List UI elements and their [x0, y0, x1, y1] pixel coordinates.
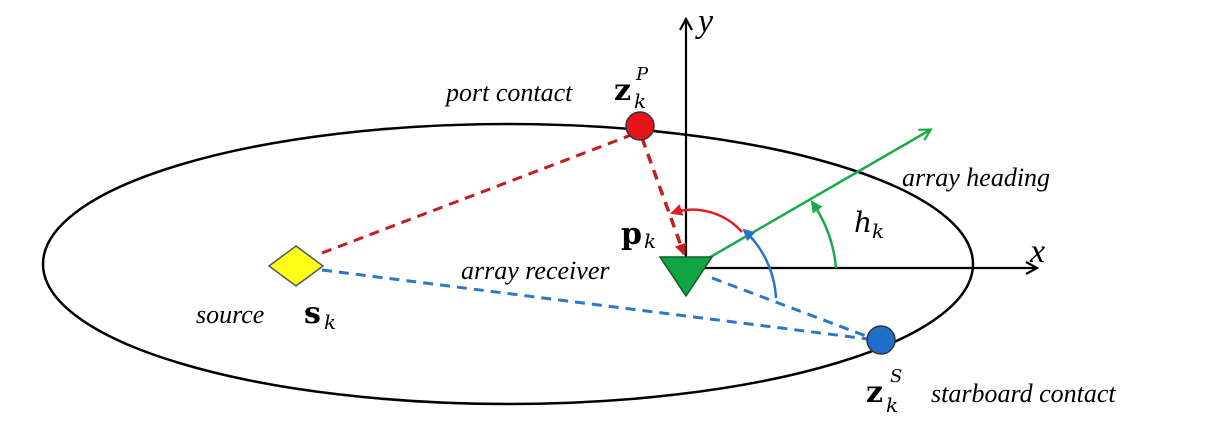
svg-text:k: k — [644, 229, 656, 253]
receiver-starboard-dashed-line — [711, 276, 867, 338]
starboard-bearing-arc — [742, 228, 778, 299]
svg-text:z: z — [614, 73, 631, 108]
y-axis-label: y — [695, 3, 714, 40]
svg-text:s: s — [304, 296, 321, 331]
port-bearing-arc — [670, 204, 743, 233]
svg-text:p: p — [621, 217, 642, 252]
starboard-point-symbol: z S k — [866, 366, 902, 417]
svg-text:z: z — [866, 375, 883, 410]
source-starboard-dashed-line — [321, 268, 869, 341]
source-port-dashed-line — [321, 132, 635, 255]
svg-text:S: S — [890, 366, 902, 387]
x-axis-label: x — [1029, 233, 1045, 270]
starboard-contact-label: starboard contact — [931, 379, 1116, 408]
contact-ellipse — [41, 122, 975, 406]
source-label: source — [196, 300, 264, 329]
source-point-symbol: s k — [304, 296, 336, 334]
port-receiver-dashed-line — [640, 137, 687, 256]
heading-angle-arc — [810, 200, 838, 269]
port-contact-marker — [625, 111, 655, 141]
array-heading-line — [699, 130, 930, 265]
port-contact-label: port contact — [444, 78, 573, 107]
svg-text:k: k — [324, 310, 336, 334]
port-point-symbol: z P k — [614, 64, 649, 113]
svg-text:h: h — [854, 206, 872, 239]
svg-text:k: k — [634, 89, 646, 113]
svg-text:k: k — [872, 219, 884, 243]
array-heading-label: array heading — [902, 163, 1050, 192]
svg-text:k: k — [886, 393, 898, 417]
receiver-position-symbol: p k — [621, 217, 656, 253]
array-receiver-label: array receiver — [461, 256, 610, 285]
heading-angle-symbol: h k — [854, 206, 884, 243]
starboard-contact-marker — [866, 325, 896, 355]
svg-text:P: P — [635, 64, 649, 85]
source-diamond — [267, 245, 325, 287]
array-receiver-triangle — [658, 256, 714, 298]
